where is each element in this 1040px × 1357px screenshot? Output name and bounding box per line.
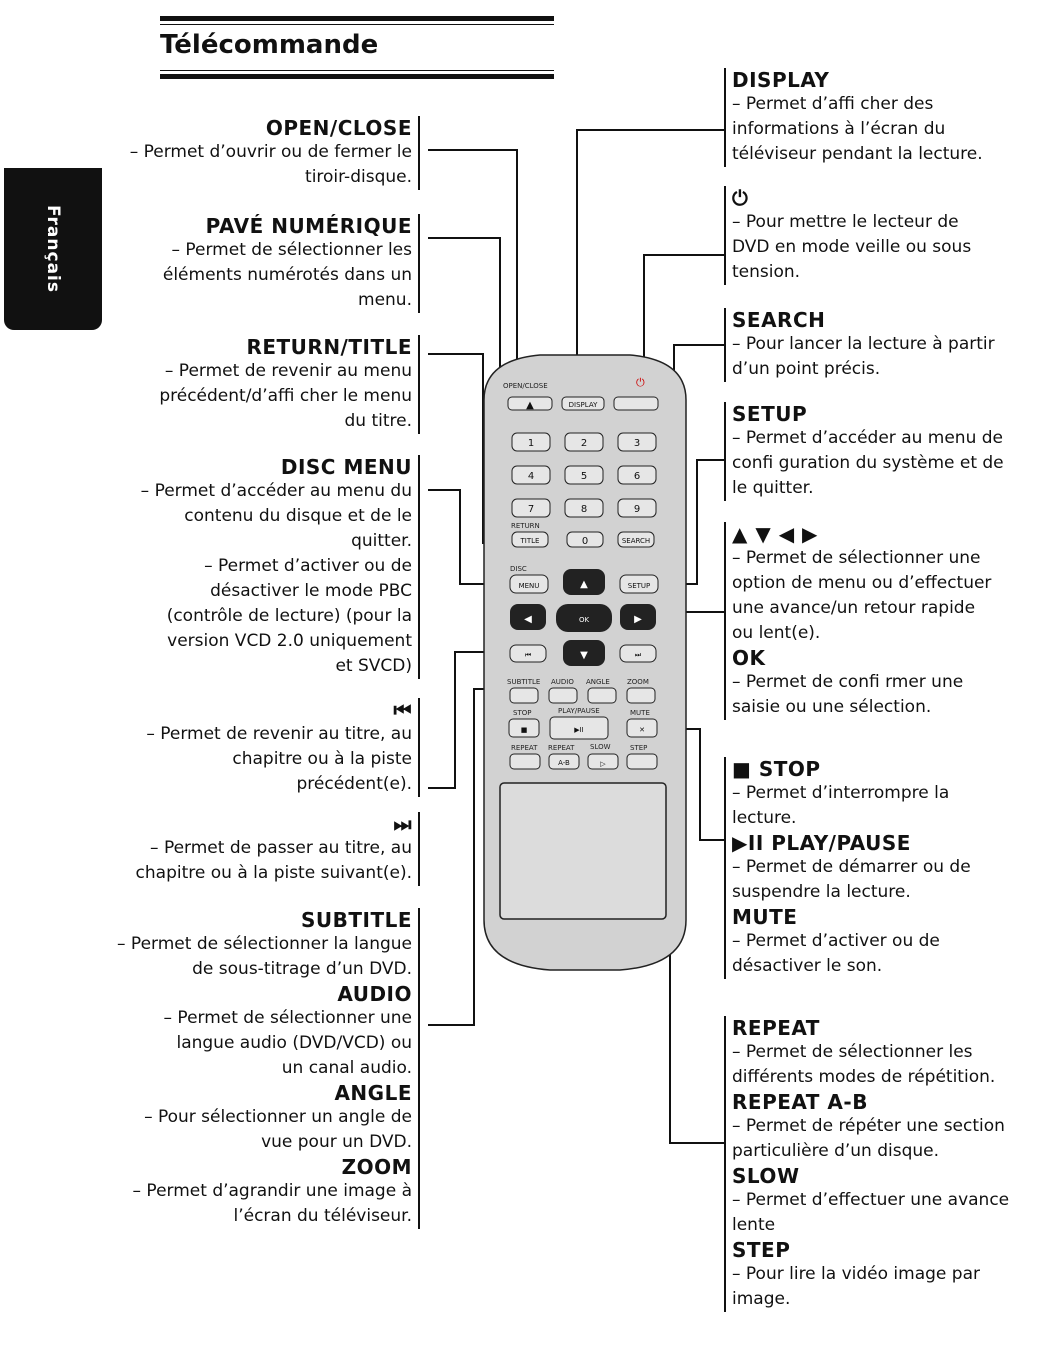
label-display: DISPLAY (569, 401, 598, 409)
label-open-close: OPEN/CLOSE (503, 382, 548, 390)
language-tab: Français (4, 168, 102, 330)
annotation-display: DISPLAY – Permet d’affi cher des informa… (724, 68, 983, 167)
remote-body: OPEN/CLOSE ⏻ ▲ DISPLAY 1 2 3 4 5 6 7 8 9 (483, 354, 687, 971)
svg-text:PLAY/PAUSE: PLAY/PAUSE (558, 707, 600, 715)
annotation-open-close: OPEN/CLOSE – Permet d’ouvrir ou de ferme… (130, 116, 420, 190)
heading-audio: AUDIO (337, 982, 412, 1006)
annotation-stop-play-mute: ■ STOP – Permet d’interrompre la lecture… (724, 757, 971, 979)
annotation-previous: ⏮ – Permet de revenir au titre, au chapi… (146, 698, 420, 797)
heading-subtitle: SUBTITLE (300, 908, 412, 932)
svg-text:8: 8 (581, 504, 587, 515)
heading-repeat-ab: REPEAT A-B (732, 1090, 868, 1114)
heading-search: SEARCH (732, 308, 826, 332)
right-arrow-icon: ▶ (634, 614, 642, 625)
annotation-subtitle-to-zoom: SUBTITLE – Permet de sélectionner la lan… (117, 908, 420, 1229)
svg-text:AUDIO: AUDIO (551, 678, 574, 686)
svg-text:DISC: DISC (510, 565, 527, 573)
heading-display: DISPLAY (732, 68, 830, 92)
stop-icon: ■ (521, 726, 528, 734)
heading-setup: SETUP (732, 402, 808, 426)
heading-zoom: ZOOM (341, 1155, 412, 1179)
down-arrow-icon: ▼ (580, 650, 588, 661)
svg-text:SUBTITLE: SUBTITLE (507, 678, 540, 686)
svg-text:SLOW: SLOW (590, 743, 611, 751)
svg-text:6: 6 (634, 471, 640, 482)
heading-step: STEP (732, 1238, 791, 1262)
number-keypad: 1 2 3 4 5 6 7 8 9 (511, 432, 657, 518)
annotation-numeric-keypad: PAVÉ NUMÉRIQUE – Permet de sélectionner … (163, 214, 420, 313)
svg-text:STOP: STOP (513, 709, 531, 717)
heading-angle: ANGLE (334, 1081, 412, 1105)
svg-text:STEP: STEP (630, 744, 647, 752)
title-rule-top-thin (160, 24, 554, 25)
slow-icon: ▷ (600, 760, 606, 768)
svg-text:MENU: MENU (519, 582, 540, 590)
svg-text:0: 0 (582, 536, 588, 547)
heading-open-close: OPEN/CLOSE (265, 116, 412, 140)
svg-text:ANGLE: ANGLE (586, 678, 610, 686)
svg-text:TITLE: TITLE (520, 537, 540, 545)
svg-text:SETUP: SETUP (628, 582, 651, 590)
svg-text:5: 5 (581, 471, 587, 482)
svg-text:OK: OK (579, 616, 590, 624)
svg-text:ZOOM: ZOOM (627, 678, 649, 686)
mute-icon: ✕ (639, 726, 645, 734)
annotation-next: ⏭ – Permet de passer au titre, au chapit… (136, 812, 420, 886)
power-icon: ⏻ (732, 186, 749, 210)
svg-text:RETURN: RETURN (511, 522, 540, 530)
annotation-search: SEARCH – Pour lancer la lecture à partir… (724, 308, 995, 382)
prev-icon: ⏮ (525, 651, 531, 659)
heading-mute: MUTE (732, 905, 798, 929)
page-title: Télécommande (160, 30, 379, 60)
play-pause-icon: ▶II (574, 726, 584, 734)
svg-text:REPEAT: REPEAT (548, 744, 575, 752)
title-rule-bottom (160, 74, 554, 79)
svg-text:1: 1 (528, 438, 534, 449)
title-rule-top (160, 16, 554, 21)
left-arrow-icon: ◀ (524, 614, 532, 625)
next-icon: ⏭ (635, 651, 642, 659)
svg-text:A-B: A-B (558, 759, 570, 767)
svg-text:2: 2 (581, 438, 587, 449)
power-icon: ⏻ (636, 376, 645, 389)
heading-stop: ■ STOP (732, 757, 821, 781)
up-arrow-icon: ▲ (580, 579, 588, 590)
title-rule-bottom-thin (160, 70, 554, 71)
annotation-disc-menu: DISC MENU – Permet d’accéder au menu du … (141, 455, 420, 679)
annotation-arrows-ok: ▲ ▼ ◀ ▶ – Permet de sélectionner une opt… (724, 522, 991, 720)
svg-text:7: 7 (528, 504, 534, 515)
heading-ok: OK (732, 646, 766, 670)
previous-icon: ⏮ (393, 698, 412, 722)
heading-numeric-keypad: PAVÉ NUMÉRIQUE (205, 214, 412, 238)
next-icon: ⏭ (393, 812, 412, 836)
arrow-keys-icon: ▲ ▼ ◀ ▶ (732, 522, 818, 546)
annotation-standby: ⏻ – Pour mettre le lecteur de DVD en mod… (724, 186, 971, 285)
svg-text:3: 3 (634, 438, 640, 449)
heading-return-title: RETURN/TITLE (246, 335, 412, 359)
svg-text:4: 4 (528, 471, 534, 482)
annotation-return-title: RETURN/TITLE – Permet de revenir au menu… (159, 335, 420, 434)
svg-text:REPEAT: REPEAT (511, 744, 538, 752)
svg-text:MUTE: MUTE (630, 709, 650, 717)
heading-disc-menu: DISC MENU (280, 455, 412, 479)
svg-text:9: 9 (634, 504, 640, 515)
annotation-repeat-step: REPEAT – Permet de sélectionner les diff… (724, 1016, 1009, 1312)
eject-icon: ▲ (526, 400, 534, 411)
heading-repeat: REPEAT (732, 1016, 820, 1040)
heading-slow: SLOW (732, 1164, 800, 1188)
heading-play-pause: ▶II PLAY/PAUSE (732, 831, 911, 855)
svg-text:SEARCH: SEARCH (622, 537, 650, 545)
annotation-setup: SETUP – Permet d’accéder au menu de conf… (724, 402, 1004, 501)
